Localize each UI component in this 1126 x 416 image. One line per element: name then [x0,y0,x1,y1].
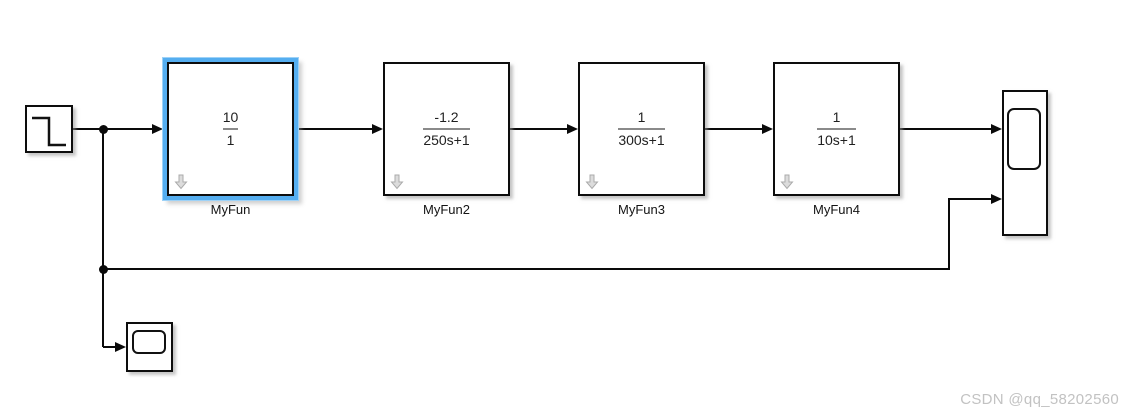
wire-scope1-inlet[interactable] [103,346,115,348]
arrowhead-icon [991,194,1002,204]
tf-numerator: 1 [832,109,841,125]
wire-feedback-vertical[interactable] [948,198,950,270]
fraction-bar [222,128,239,130]
wire-branch-to-scope1[interactable] [102,269,104,347]
tf-block-myfun3[interactable]: 1 300s+1 [578,62,705,196]
arrowhead-icon [567,124,578,134]
wire-myfun2-to-myfun3[interactable] [510,128,567,130]
wire-myfun-to-myfun2[interactable] [299,128,372,130]
tf-numerator: 1 [637,109,646,125]
wire-to-scope-port2[interactable] [949,198,991,200]
watermark: CSDN @qq_58202560 [960,391,1119,408]
wire-branch-vertical[interactable] [102,129,104,270]
tf-numerator: 10 [222,109,239,125]
arrowhead-icon [152,124,163,134]
down-arrow-badge-icon[interactable] [585,174,599,190]
down-arrow-badge-icon[interactable] [174,174,188,190]
wire-step-to-myfun[interactable] [73,128,152,130]
block-label-myfun4[interactable]: MyFun4 [813,202,860,217]
tf-denominator: 10s+1 [817,132,856,148]
tf-block-myfun2[interactable]: -1.2 250s+1 [383,62,510,196]
tf-numerator: -1.2 [434,109,459,125]
fraction-bar [423,128,470,130]
transfer-function-myfun: 10 1 [222,109,239,149]
tf-block-myfun4[interactable]: 1 10s+1 [773,62,900,196]
wire-feedback-horizontal[interactable] [103,268,949,270]
block-label-myfun[interactable]: MyFun [210,202,251,217]
arrowhead-icon [372,124,383,134]
tf-denominator: 300s+1 [618,132,665,148]
wire-myfun3-to-myfun4[interactable] [705,128,762,130]
arrowhead-icon [762,124,773,134]
fraction-bar [618,128,665,130]
tf-denominator: 1 [226,132,235,148]
step-down-signal-icon [32,116,66,147]
arrowhead-icon [115,342,126,352]
transfer-function-myfun3: 1 300s+1 [618,109,665,149]
down-arrow-badge-icon[interactable] [780,174,794,190]
block-label-myfun2[interactable]: MyFun2 [423,202,470,217]
scope-screen-icon [1007,108,1041,170]
tf-denominator: 250s+1 [423,132,470,148]
scope-block[interactable] [1002,90,1048,236]
block-label-myfun3[interactable]: MyFun3 [618,202,665,217]
scope-screen-icon [132,330,166,354]
scope1-block[interactable] [126,322,173,372]
down-arrow-badge-icon[interactable] [390,174,404,190]
fraction-bar [817,128,856,130]
arrowhead-icon [991,124,1002,134]
transfer-function-myfun4: 1 10s+1 [817,109,856,149]
transfer-function-myfun2: -1.2 250s+1 [423,109,470,149]
wire-myfun4-to-scope[interactable] [898,128,991,130]
step-source-block[interactable] [25,105,73,153]
tf-block-myfun[interactable]: 10 1 [167,62,294,196]
